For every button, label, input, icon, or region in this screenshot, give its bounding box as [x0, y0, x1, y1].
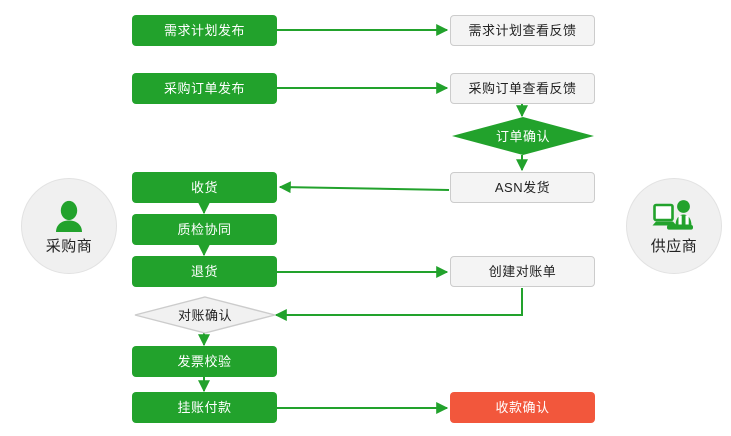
node-asn-shipment[interactable]: ASN发货: [450, 172, 595, 203]
node-receipt-confirm[interactable]: 收款确认: [450, 392, 595, 423]
node-label: ASN发货: [494, 180, 551, 195]
node-payment-posting[interactable]: 挂账付款: [132, 392, 277, 423]
actor-supplier[interactable]: 供应商: [626, 178, 722, 274]
node-label: 收款确认: [495, 400, 550, 415]
user-silhouette-icon: [50, 199, 88, 237]
node-label: 发票校验: [177, 354, 232, 369]
node-label: 收货: [190, 180, 218, 195]
edge-create-statement-to-statement-confirm: [274, 288, 523, 321]
node-return-goods[interactable]: 退货: [132, 256, 277, 287]
node-label: 采购订单查看反馈: [468, 81, 577, 96]
actor-buyer[interactable]: 采购商: [21, 178, 117, 274]
node-statement-confirm[interactable]: 对账确认: [134, 296, 276, 334]
node-label: 采购订单发布: [163, 81, 245, 96]
node-label: 质检协同: [177, 222, 232, 237]
node-quality-collaboration[interactable]: 质检协同: [132, 214, 277, 245]
actor-supplier-label: 供应商: [650, 237, 698, 255]
node-label: 挂账付款: [177, 400, 232, 415]
node-label: 订单确认: [495, 128, 550, 144]
node-order-confirm[interactable]: 订单确认: [452, 117, 594, 155]
node-label: 需求计划查看反馈: [468, 23, 577, 38]
node-po-publish[interactable]: 采购订单发布: [132, 73, 277, 104]
node-po-feedback[interactable]: 采购订单查看反馈: [450, 73, 595, 104]
diamond-shape-green: [452, 117, 594, 155]
diamond-shape-grey: [134, 296, 276, 334]
actor-buyer-label: 采购商: [45, 237, 93, 255]
node-label: 需求计划发布: [163, 23, 245, 38]
node-invoice-verify[interactable]: 发票校验: [132, 346, 277, 377]
user-at-computer-icon: [652, 199, 696, 237]
node-label: 对账确认: [177, 307, 232, 323]
node-label: 创建对账单: [488, 264, 557, 279]
node-demand-plan-publish[interactable]: 需求计划发布: [132, 15, 277, 46]
node-create-statement[interactable]: 创建对账单: [450, 256, 595, 287]
node-goods-receipt[interactable]: 收货: [132, 172, 277, 203]
node-label: 退货: [190, 264, 218, 279]
node-demand-plan-feedback[interactable]: 需求计划查看反馈: [450, 15, 595, 46]
edge-asn-to-goods-receipt: [278, 181, 450, 194]
